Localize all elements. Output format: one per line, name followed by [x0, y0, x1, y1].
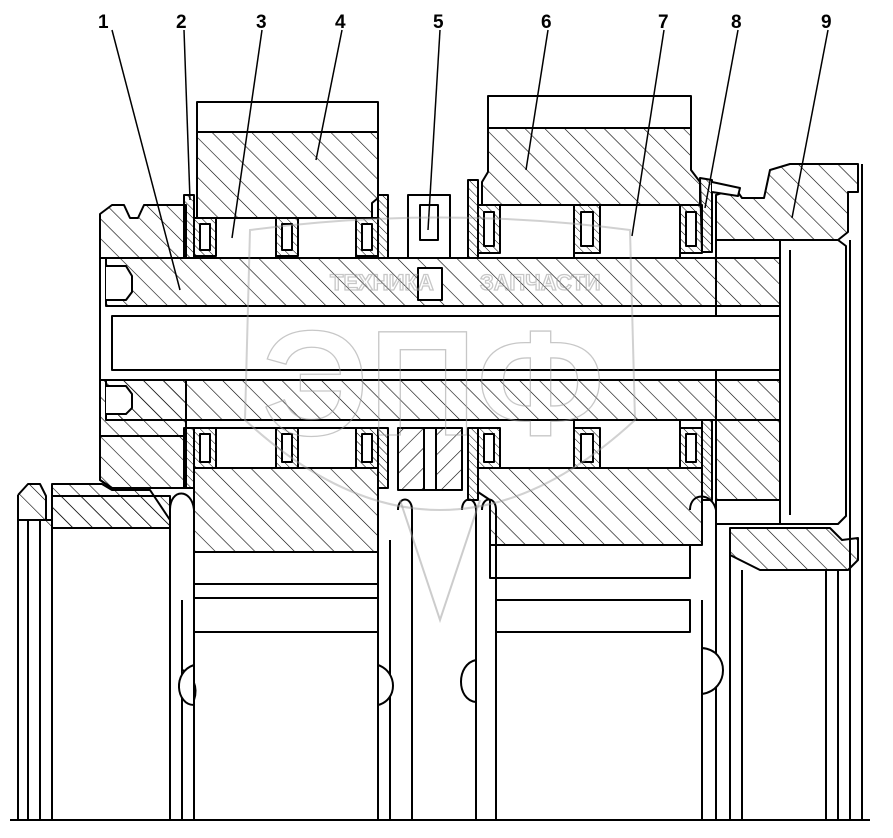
outer-housing-left — [17, 483, 171, 820]
callout-9: 9 — [821, 12, 832, 33]
callout-3: 3 — [256, 12, 267, 33]
gear-4-upper — [196, 101, 379, 219]
callout-labels: 1 2 3 4 5 6 7 8 9 — [98, 12, 832, 33]
watermark: ТЕХНИКА ЗАПЧАСТИ ЭПФ — [243, 216, 637, 624]
right-housing-9 — [715, 163, 859, 525]
gear-6-upper — [481, 95, 701, 206]
outer-housing-right — [729, 164, 863, 820]
lower-retainers — [10, 492, 870, 821]
callout-8: 8 — [731, 12, 742, 33]
callout-6: 6 — [541, 12, 552, 33]
watermark-text-right: ЗАПЧАСТИ — [480, 270, 601, 295]
leader-lines — [111, 29, 829, 291]
callout-4: 4 — [335, 12, 346, 33]
watermark-monogram: ЭПФ — [262, 299, 605, 467]
callout-7: 7 — [658, 12, 669, 33]
watermark-text-left: ТЕХНИКА — [330, 270, 434, 295]
shaft-1 — [105, 257, 781, 421]
callout-1: 1 — [98, 12, 109, 33]
gear-4-lower — [193, 467, 379, 585]
callout-5: 5 — [433, 12, 444, 33]
spacer-5 — [397, 194, 463, 491]
gear-6-lower — [477, 467, 703, 579]
callout-2: 2 — [176, 12, 187, 33]
